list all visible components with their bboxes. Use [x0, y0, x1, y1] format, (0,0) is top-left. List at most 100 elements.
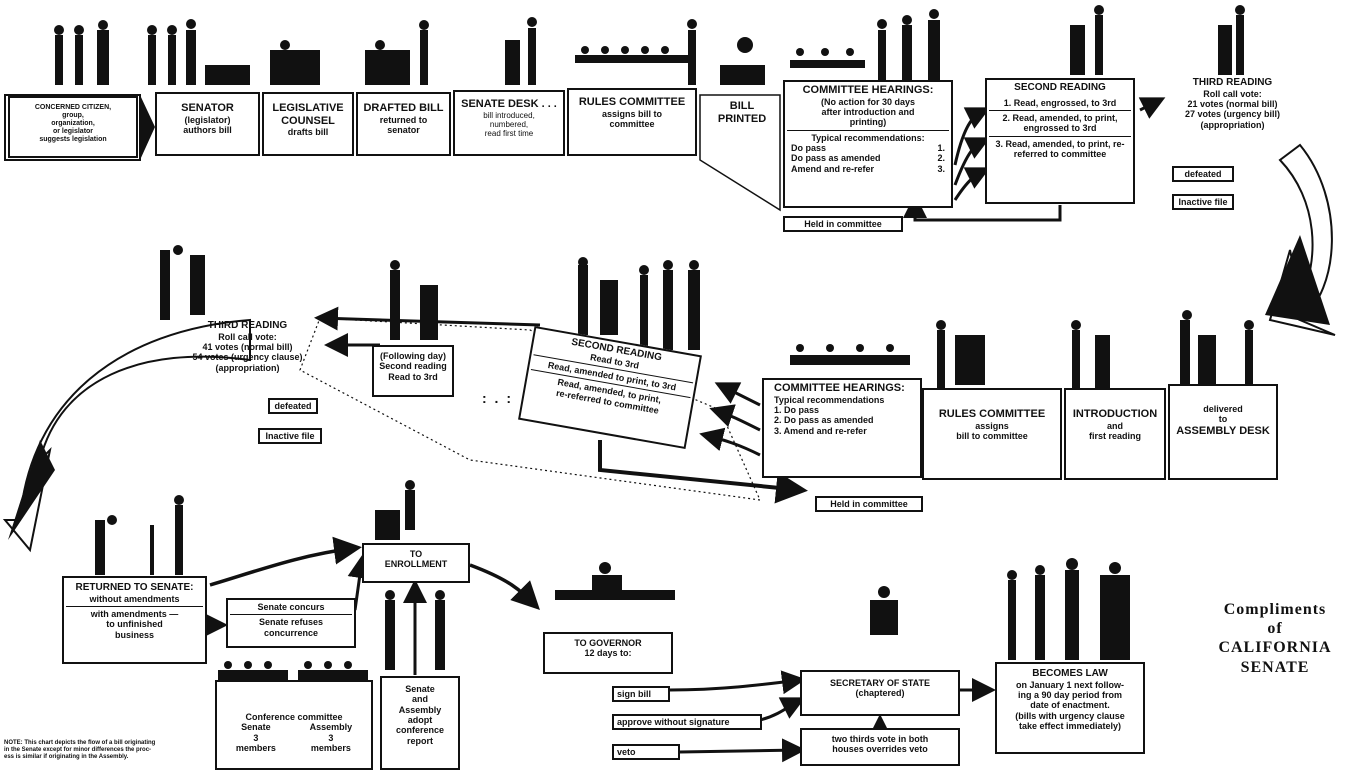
third2-line-4: (appropriation) — [215, 362, 280, 373]
rules-committee-box: RULES COMMITTEE assigns bill to committe… — [567, 88, 697, 156]
second-reading-box-1: SECOND READING 1. Read, engrossed, to 3r… — [985, 78, 1135, 204]
enrollment-line-1: TO — [409, 549, 423, 559]
held-in-committee-tag-1: Held in committee — [783, 216, 903, 232]
assembly-desk-title: ASSEMBLY DESK — [1176, 424, 1270, 437]
hearings2-line-3: 2. Do pass as amended — [774, 415, 874, 426]
senate-desk-line-1: bill introduced, — [483, 110, 535, 120]
rules-title: RULES COMMITTEE — [578, 96, 686, 108]
drafted-line-2: senator — [387, 124, 420, 135]
compliments-line-4: SENATE — [1240, 658, 1310, 676]
second-item-3: 3. Read, amended, to print, re-referred … — [995, 138, 1125, 159]
printed-line-1: PRINTED — [717, 112, 767, 125]
compliments-line-1: Compliments — [1223, 601, 1327, 618]
rec-num-2: 2. — [937, 153, 945, 164]
intro-line-1: and — [1106, 420, 1123, 431]
senate-desk-title: SENATE DESK . . . — [461, 98, 557, 110]
delivered-line-1: delivered — [1203, 404, 1243, 414]
intro-title: INTRODUCTION — [1072, 408, 1158, 420]
conference-title: Conference committee — [245, 712, 343, 722]
senate-desk-line-2: numbered, — [489, 119, 529, 129]
senator-line-1: (legislator) — [184, 114, 231, 125]
drafted-bill-box: DRAFTED BILL returned to senator — [356, 92, 451, 156]
returned-title: RETURNED TO SENATE: — [75, 582, 194, 593]
row1-ribbon — [699, 94, 781, 212]
secretary-title: SECRETARY OF STATE — [829, 678, 930, 688]
conference-senate-3: members — [235, 743, 276, 754]
drafted-title: DRAFTED BILL — [363, 102, 444, 114]
compliments-line-3: CALIFORNIA — [1218, 639, 1332, 657]
compliments-line-2: of — [1267, 620, 1283, 638]
rec-1: Do pass — [791, 143, 827, 154]
counsel-box: LEGISLATIVE COUNSEL drafts bill — [262, 92, 354, 156]
following-line-1: (Following day) — [380, 351, 446, 361]
citizen-line-3: organization, — [51, 120, 95, 128]
held-in-committee-tag-2: Held in committee — [815, 496, 923, 512]
senator-title: SENATOR — [181, 102, 234, 114]
third-reading-box-2: THIRD READING Roll call vote: 41 votes (… — [180, 318, 315, 390]
third-reading-box-1: THIRD READING Roll call vote: 21 votes (… — [1165, 75, 1300, 155]
adopt-line-6: report — [406, 735, 433, 746]
conference-assembly-1: Assembly — [309, 722, 353, 733]
rules2-line-2: bill to committee — [956, 430, 1028, 441]
citizen-line-2: group, — [62, 112, 84, 120]
rules2-line-1: assigns — [975, 420, 1009, 431]
inactive-file-tag-2: Inactive file — [258, 428, 322, 444]
conference-assembly-2: 3 — [328, 732, 334, 743]
hearings-line-2: after introduction and — [821, 106, 915, 117]
footnote: NOTE: This chart depicts the flow of a b… — [4, 740, 214, 761]
law-title: BECOMES LAW — [1032, 668, 1108, 679]
concurs-line-3: concurrence — [263, 627, 319, 638]
law-line-3: date of enactment. — [1030, 700, 1110, 711]
rules2-title: RULES COMMITTEE — [938, 408, 1046, 420]
right-curve-arrow-head — [1265, 235, 1330, 325]
rules-line-2: committee — [609, 118, 655, 129]
citizen-line-4: or legislator — [52, 128, 94, 136]
ellipsis-dots: : . : — [482, 390, 513, 406]
hearings2-line-1: Typical recommendations — [774, 394, 885, 405]
citizen-line-5: suggests legislation — [39, 136, 107, 144]
returned-line-2: with amendments — — [90, 608, 179, 619]
defeated-tag-1: defeated — [1172, 166, 1234, 182]
third-line-4: (appropriation) — [1200, 119, 1265, 130]
law-line-4: (bills with urgency clause — [1015, 710, 1125, 721]
note-line-2: in the Senate except for minor differenc… — [4, 746, 152, 753]
third2-line-1: Roll call vote: — [218, 331, 277, 342]
override-box: two thirds vote in both houses overrides… — [800, 728, 960, 766]
note-line-1: NOTE: This chart depicts the flow of a b… — [4, 740, 156, 746]
senator-line-2: authors bill — [183, 124, 232, 135]
assembly-desk-box: delivered to ASSEMBLY DESK — [1168, 384, 1278, 480]
hearings2-line-4: 3. Amend and re-refer — [774, 425, 867, 436]
hearings2-title: COMMITTEE HEARINGS: — [774, 382, 905, 394]
concurs-line-1: Senate concurs — [257, 602, 325, 612]
override-line-2: houses overrides veto — [832, 744, 928, 755]
law-line-5: take effect immediately) — [1018, 720, 1122, 731]
second-item-2: 2. Read, amended, to print, engrossed to… — [1002, 112, 1118, 134]
secretary-of-state-box: SECRETARY OF STATE (chaptered) — [800, 670, 960, 716]
compliments-text: Compliments of CALIFORNIA SENATE — [1200, 600, 1350, 677]
row1-arrow-1 — [140, 95, 155, 160]
senator-box: SENATOR (legislator) authors bill — [155, 92, 260, 156]
rec-num-3: 3. — [937, 163, 945, 174]
third2-line-3: 54 votes (urgency clause) — [192, 352, 303, 363]
committee-hearings-box-1: COMMITTEE HEARINGS: (No action for 30 da… — [783, 80, 953, 208]
rec-3: Amend and re-refer — [791, 163, 875, 174]
rules-committee-box-2: RULES COMMITTEE assigns bill to committe… — [922, 388, 1062, 480]
adopt-report-box: Senate and Assembly adopt conference rep… — [380, 676, 460, 770]
rec-2: Do pass as amended — [791, 153, 881, 164]
enrollment-line-2: ENROLLMENT — [384, 559, 448, 570]
third-line-3: 27 votes (urgency bill) — [1184, 109, 1281, 120]
conference-senate-1: Senate — [241, 722, 271, 733]
rec-num-1: 1. — [937, 143, 945, 154]
conference-committee-box: Conference committee Senate 3 members As… — [215, 680, 373, 770]
counsel-title: LEGISLATIVE — [272, 102, 344, 114]
adopt-line-2: and — [411, 694, 428, 705]
governor-box: TO GOVERNOR 12 days to: — [543, 632, 673, 674]
defeated-tag-2: defeated — [268, 398, 318, 414]
senate-concurs-box: Senate concurs Senate refuses concurrenc… — [226, 598, 356, 648]
third2-title: THIRD READING — [207, 320, 288, 331]
senate-desk-line-3: read first time — [484, 129, 534, 139]
counsel-line-2: drafts bill — [287, 127, 329, 138]
printed-title: BILL — [729, 100, 755, 112]
hearings-line-1: (No action for 30 days — [820, 96, 916, 107]
